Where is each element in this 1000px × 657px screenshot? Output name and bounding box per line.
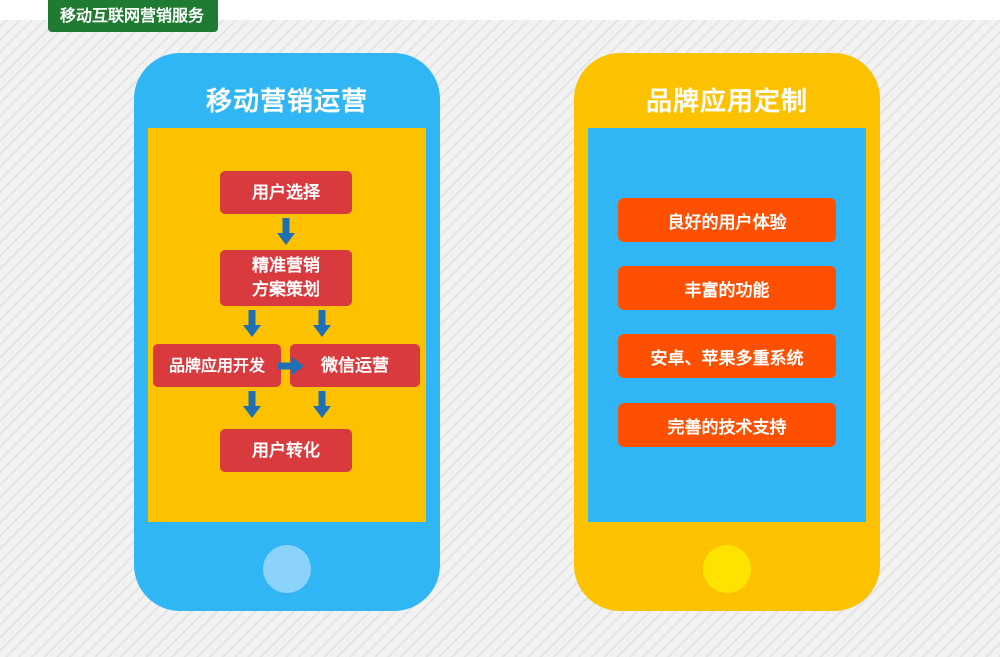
arrow-down-icon [313,310,331,337]
flow-step-precision-line1: 精准营销 [252,256,320,276]
arrow-right-icon [278,357,304,375]
phone-title: 品牌应用定制 [645,87,808,117]
feature-multi-system: 安卓、苹果多重系统 [618,334,836,378]
arrow-down-icon [313,391,331,418]
top-bar [0,0,1000,20]
home-button [263,545,311,593]
section-tag: 移动互联网营销服务 [48,0,219,32]
flow-step-brand-app-dev: 品牌应用开发 [153,344,281,387]
phone-mobile-marketing: 移动营销运营 用户选择 精准营销 方案策划 品牌应用开发 微信运营 用户转化 [134,53,440,611]
phone-brand-app-custom: 品牌应用定制 良好的用户体验 丰富的功能 安卓、苹果多重系统 完善的技术支持 [574,53,880,611]
flow-step-wechat-ops: 微信运营 [290,344,420,387]
flow-step-precision-line2: 方案策划 [252,280,320,300]
flow-step-user-select: 用户选择 [220,171,352,214]
flow-arrows [243,218,331,418]
arrow-down-icon [277,218,295,245]
phone-screen: 用户选择 精准营销 方案策划 品牌应用开发 微信运营 用户转化 [148,128,426,522]
flow-step-precision-marketing: 精准营销 方案策划 [220,250,352,306]
feature-tech-support: 完善的技术支持 [618,403,836,447]
phone-screen: 良好的用户体验 丰富的功能 安卓、苹果多重系统 完善的技术支持 [588,128,866,522]
home-button [703,545,751,593]
arrow-down-icon [243,310,261,337]
feature-rich-functions: 丰富的功能 [618,266,836,310]
flow-step-user-conversion: 用户转化 [220,429,352,472]
arrow-down-icon [243,391,261,418]
phone-title: 移动营销运营 [205,87,368,117]
feature-user-experience: 良好的用户体验 [618,198,836,242]
